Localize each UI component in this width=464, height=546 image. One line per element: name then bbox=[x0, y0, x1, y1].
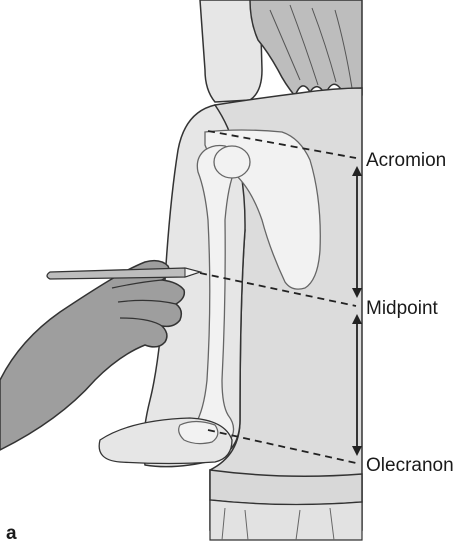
pen bbox=[47, 268, 200, 279]
midpoint-label: Midpoint bbox=[366, 298, 439, 319]
olecranon-label: Olecranon bbox=[366, 455, 454, 476]
acromion-label: Acromion bbox=[366, 150, 446, 171]
panel-letter: a bbox=[6, 523, 17, 544]
olecranon-bone bbox=[179, 422, 218, 444]
pants bbox=[210, 500, 362, 540]
humeral-head bbox=[214, 146, 250, 178]
